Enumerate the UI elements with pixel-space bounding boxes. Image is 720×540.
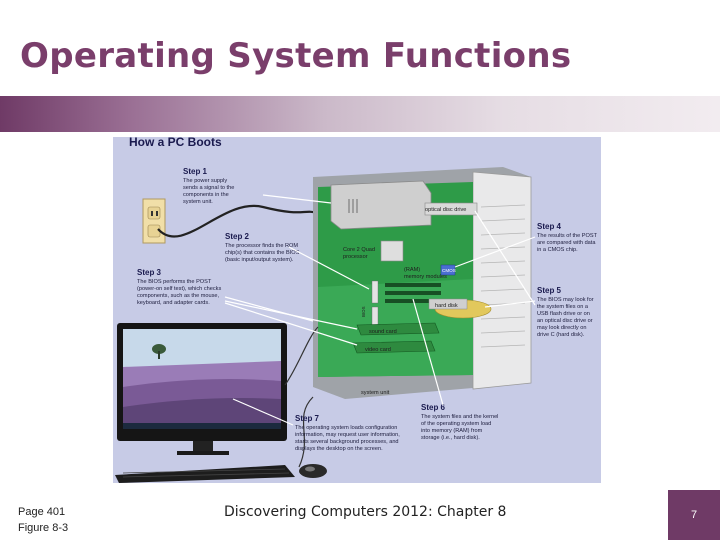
step-7-line: starts several background processes, and [295,439,399,445]
step-6-line: of the operating system load [421,421,491,427]
figure-number: Figure 8-3 [18,520,68,536]
keyboard [115,465,295,483]
step-2: Step 2 The processor finds the ROM chip(… [225,232,300,263]
step-1-title: Step 1 [183,167,208,176]
step-5-line: USB flash drive or on [537,311,590,317]
step-3: Step 3 The BIOS performs the POST (power… [137,268,221,306]
system-unit-label: system unit [361,390,390,396]
book-chapter-footer: Discovering Computers 2012: Chapter 8 [224,502,514,522]
optical-drive-label: optical disc drive [425,207,466,213]
step-2-line: The processor finds the ROM [225,243,298,249]
step-2-title: Step 2 [225,232,250,241]
slide-title: Operating System Functions [20,36,571,76]
step-3-line: keyboard, and adapter cards. [137,300,210,306]
step-5: Step 5 The BIOS may look for the system … [537,286,594,338]
step-1-line: components in the [183,192,229,198]
video-card-label: video card [365,347,391,353]
step-6-line: into memory (RAM) from [421,428,483,434]
step-2-line: chip(s) that contains the BIOS [225,250,300,256]
power-outlet-icon [143,199,165,243]
step-4-line: The results of the POST [537,233,598,239]
step-3-line: The BIOS performs the POST [137,279,212,285]
step-2-line: (basic input/output system). [225,257,294,263]
how-a-pc-boots-figure: How a PC Boots [113,137,601,483]
processor-chip [381,241,403,261]
memory-label-2: memory modules [404,274,447,280]
hard-disk-label: hard disk [435,303,458,309]
figure-heading: How a PC Boots [129,137,222,149]
step-7-title: Step 7 [295,414,320,423]
slide-number: 7 [691,509,697,521]
step-6: Step 6 The system files and the kernel o… [421,403,498,441]
step-5-line: may look directly on [537,325,586,331]
step-6-line: storage (i.e., hard disk). [421,435,480,441]
step-3-line: components, such as the mouse, [137,293,220,299]
step-3-title: Step 3 [137,268,162,277]
step-4-line: in a CMOS chip. [537,247,578,253]
step-7-line: information, may request user informatio… [295,432,400,438]
slide-number-badge: 7 [668,490,720,540]
step-3-line: (power-on self test), which checks [137,286,221,292]
title-accent-band [0,96,720,132]
step-1-line: system unit. [183,199,213,205]
step-6-line: The system files and the kernel [421,414,498,420]
cmos-label: CMOS [442,268,456,273]
step-1: Step 1 The power supply sends a signal t… [183,167,234,205]
step-4: Step 4 The results of the POST are compa… [537,222,598,253]
step-5-line: The BIOS may look for [537,297,594,303]
monitor [117,323,287,455]
step-1-line: sends a signal to the [183,185,234,191]
processor-label-1: Core 2 Quad [343,247,375,253]
step-5-line: an optical disc drive or [537,318,593,324]
memory-label-1: (RAM) [404,267,420,273]
page-reference: Page 401 [18,504,68,520]
step-5-line: drive C (hard disk). [537,332,585,338]
boot-illustration: How a PC Boots [113,137,601,483]
step-6-title: Step 6 [421,403,446,412]
bios-label: BIOS [361,306,366,317]
step-7: Step 7 The operating system loads config… [295,414,400,452]
step-4-line: are compared with data [537,240,596,246]
figure-reference: Page 401 Figure 8-3 [18,504,68,536]
sound-card-label: sound card [369,329,397,335]
power-supply [331,181,431,229]
step-7-line: displays the desktop on the screen. [295,446,383,452]
step-4-title: Step 4 [537,222,562,231]
step-5-title: Step 5 [537,286,562,295]
step-7-line: The operating system loads configuration [295,425,397,431]
bios-chips [372,281,378,325]
step-5-line: the system files on a [537,304,589,310]
processor-label-2: processor [343,254,368,260]
step-1-line: The power supply [183,178,227,184]
mouse-icon [299,464,327,478]
